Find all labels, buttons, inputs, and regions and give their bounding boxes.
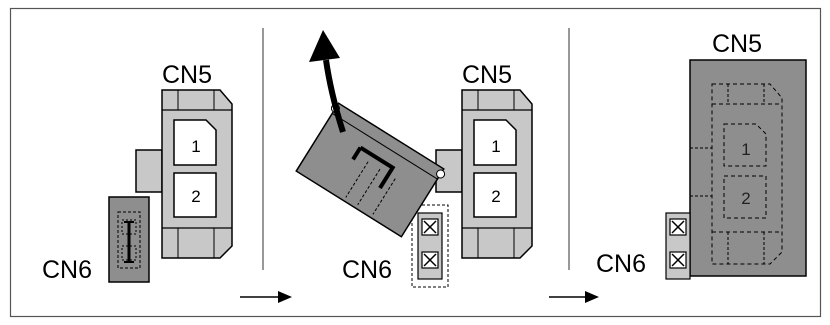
removed-cover [295,102,446,238]
figure-frame [9,7,822,318]
step-arrow-2 [549,291,599,303]
panel-3: CN5 1 2 CN6 [596,30,807,280]
slot-2-label: 2 [741,189,750,208]
cn5-label: CN5 [462,61,512,89]
cn6-pins [665,212,691,280]
cn5-housing: 1 2 [689,59,807,277]
cn5-label: CN5 [162,61,212,89]
cn5-connector: 1 2 [135,89,233,259]
panel-1: 1 2 CN5 CN6 [42,61,233,284]
slot-1-label: 1 [191,137,200,156]
step-arrow-1 [240,291,292,303]
slot-2-label: 2 [191,187,200,206]
cn6-pins [411,204,449,288]
cn6-label: CN6 [42,256,92,284]
cn6-label: CN6 [342,256,392,284]
slot-1-label: 1 [741,140,750,159]
slot-2-label: 2 [491,187,500,206]
cn5-connector: 1 2 [435,89,533,259]
cn6-label: CN6 [596,250,646,278]
lift-arrow [309,30,346,133]
slot-1-label: 1 [491,137,500,156]
panel-2: 1 2 CN5 CN6 [295,30,533,288]
cn6-jumper-cover [108,196,150,283]
cn5-label: CN5 [712,30,762,58]
